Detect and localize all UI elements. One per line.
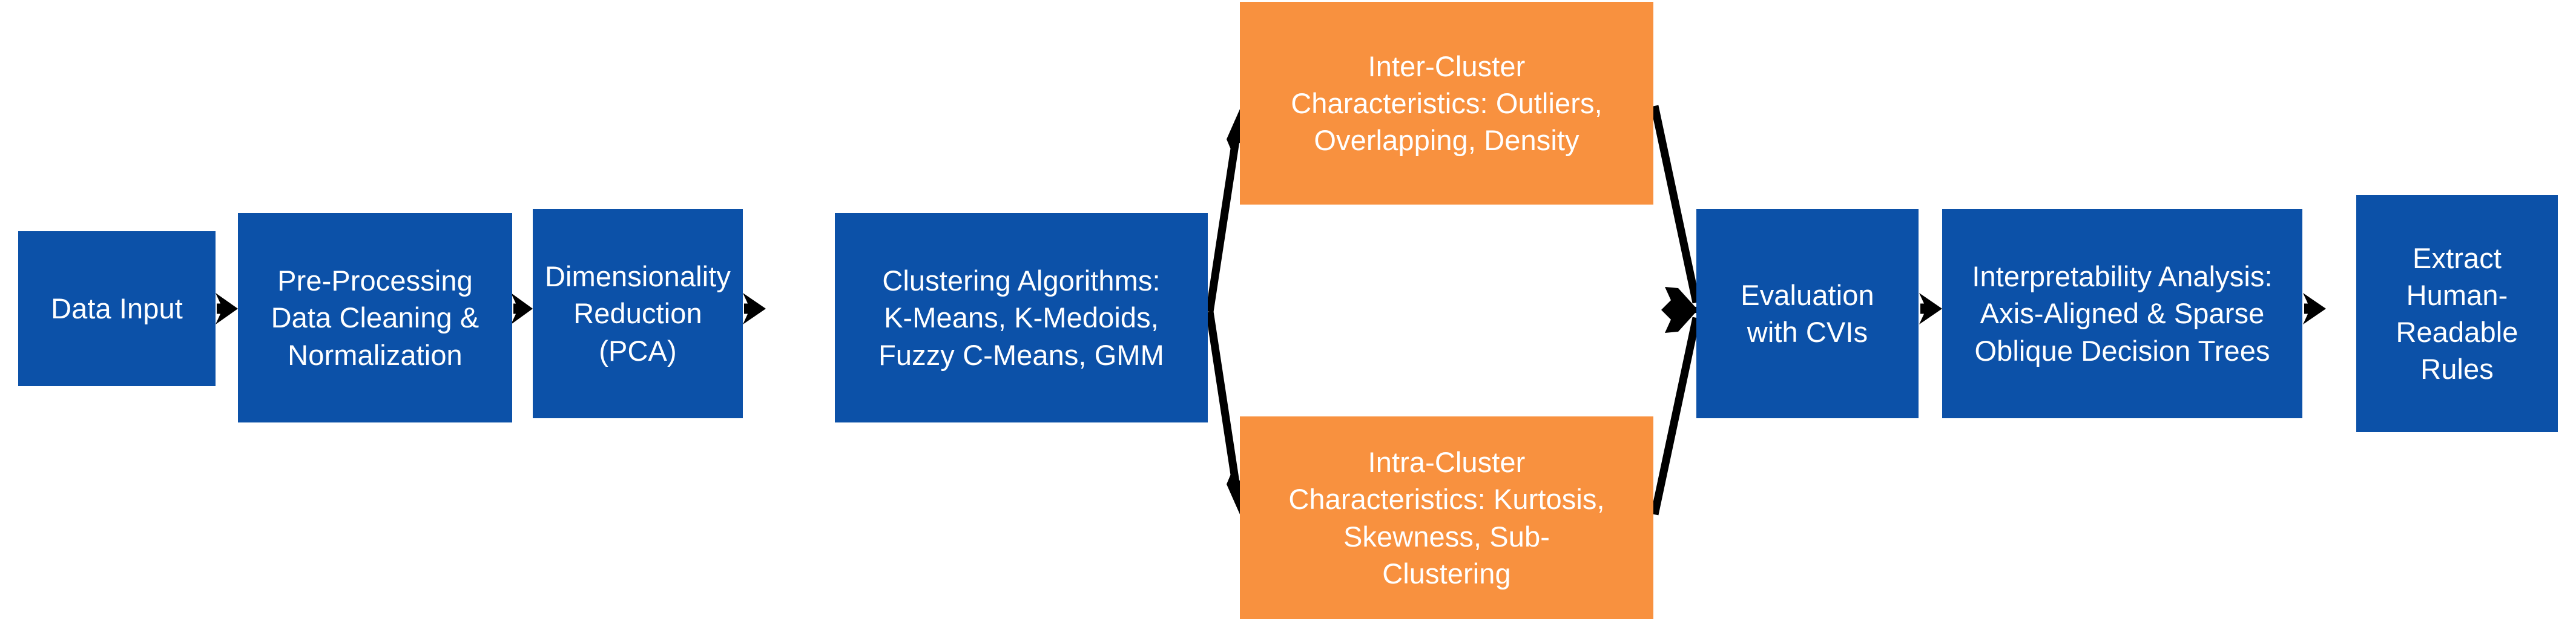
edge-data-input-to-preprocessing — [216, 293, 238, 324]
node-interpretability-analysis[interactable]: Interpretability Analysis: Axis-Aligned … — [1942, 209, 2302, 418]
edge-intra-cluster-to-evaluation — [1650, 306, 1701, 516]
node-clustering-algorithms[interactable]: Clustering Algorithms: K-Means, K-Medoid… — [835, 213, 1208, 422]
node-inter-cluster-characteristics[interactable]: Inter-Cluster Characteristics: Outliers,… — [1240, 2, 1653, 205]
edge-preprocessing-to-dimensionality-reduction — [511, 293, 533, 324]
edge-interpretability-to-extract-rules — [2303, 293, 2326, 324]
node-evaluation-with-cvis[interactable]: Evaluation with CVIs — [1696, 209, 1919, 418]
edge-inter-cluster-to-evaluation — [1650, 105, 1701, 314]
edge-evaluation-to-interpretability — [1919, 293, 1942, 324]
node-preprocessing[interactable]: Pre-Processing Data Cleaning & Normaliza… — [238, 213, 512, 422]
node-dimensionality-reduction[interactable]: Dimensionality Reduction (PCA) — [533, 209, 743, 418]
node-data-input[interactable]: Data Input — [18, 231, 216, 386]
node-intra-cluster-characteristics[interactable]: Intra-Cluster Characteristics: Kurtosis,… — [1240, 416, 1653, 619]
node-extract-human-readable-rules[interactable]: Extract Human- Readable Rules — [2356, 195, 2558, 432]
edge-dimensionality-reduction-to-clustering — [743, 293, 766, 324]
